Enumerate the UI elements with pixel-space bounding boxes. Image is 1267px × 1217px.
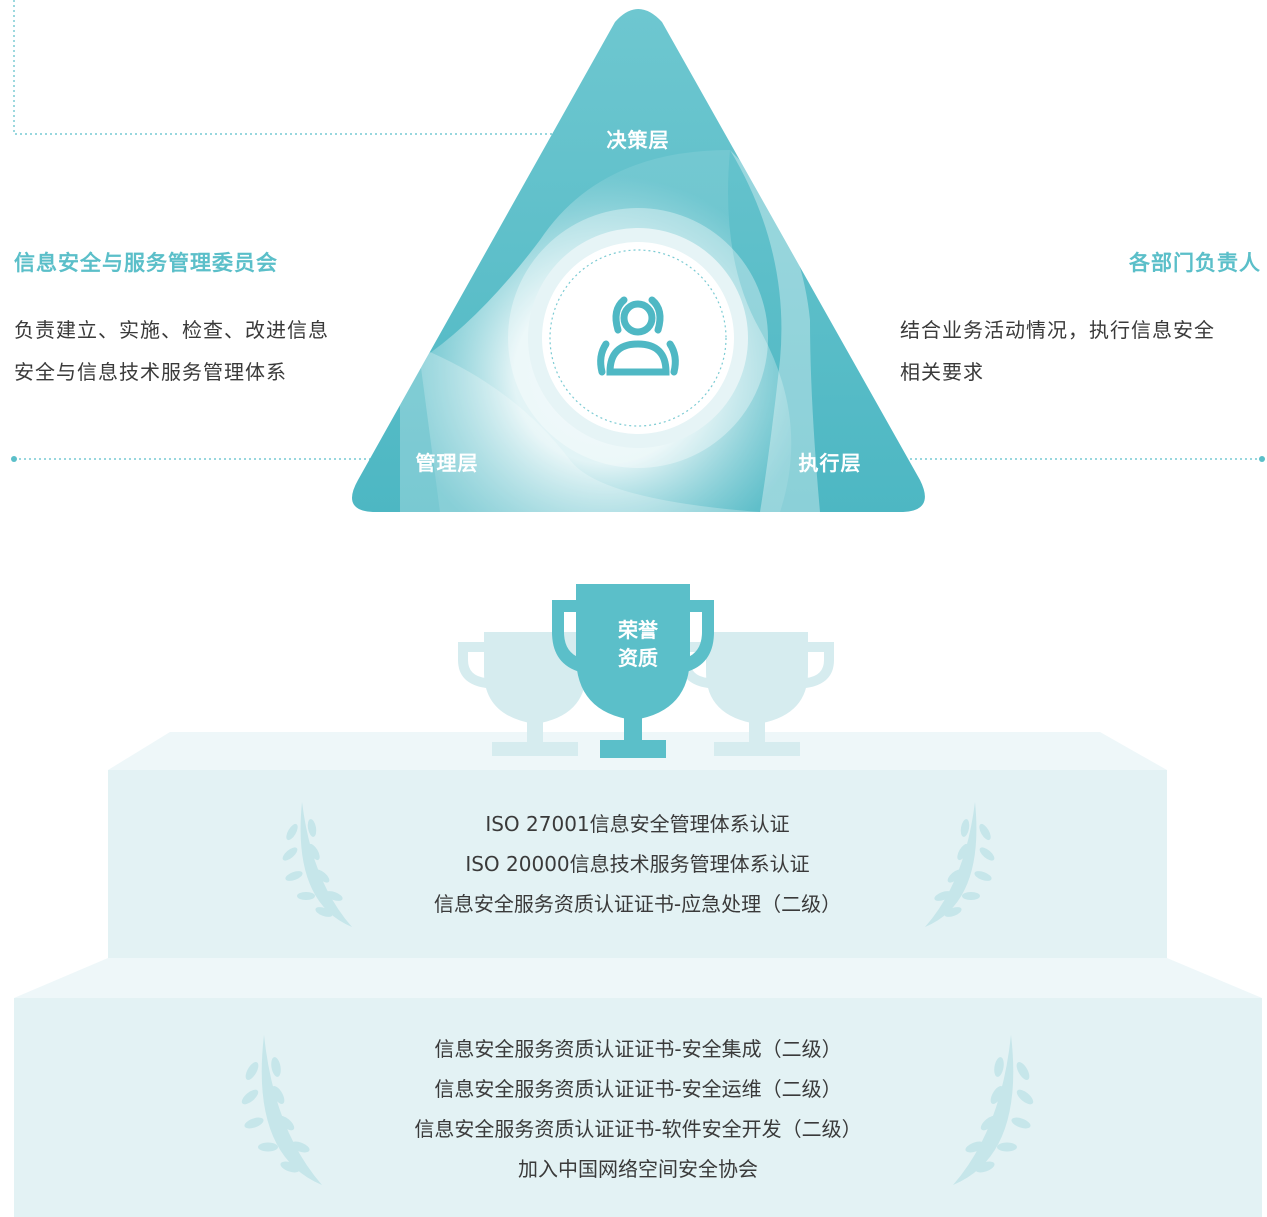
committee-line-1: 负责建立、实施、检查、改进信息 <box>14 318 329 342</box>
upper-step-certifications: ISO 27001信息安全管理体系认证 ISO 20000信息技术服务管理体系认… <box>108 804 1167 924</box>
committee-line-2: 安全与信息技术服务管理体系 <box>14 360 287 384</box>
certification-line: 信息安全服务资质认证证书-应急处理（二级） <box>433 892 842 916</box>
management-layer-label: 管理层 <box>415 451 479 475</box>
certification-line: 加入中国网络空间安全协会 <box>518 1157 758 1181</box>
committee-title: 信息安全与服务管理委员会 <box>14 251 278 275</box>
trophy-label: 荣誉 资质 <box>598 616 678 672</box>
trophy-label-line-2: 资质 <box>618 646 658 670</box>
department-heads-description: 结合业务活动情况，执行信息安全 相关要求 <box>900 309 1215 393</box>
decision-layer-label: 决策层 <box>606 128 670 152</box>
trophy-group <box>458 584 834 758</box>
execution-layer-label: 执行层 <box>798 451 862 475</box>
people-icon <box>597 296 679 376</box>
laurel-right-lower-icon <box>953 1035 1034 1185</box>
committee-description: 负责建立、实施、检查、改进信息 安全与信息技术服务管理体系 <box>14 309 329 393</box>
laurel-left-lower-icon <box>241 1035 322 1185</box>
certification-line: 信息安全服务资质认证证书-安全运维（二级） <box>434 1077 842 1101</box>
triangle-diagram <box>352 9 925 512</box>
laurel-left-upper-icon <box>282 802 352 927</box>
connector-lines <box>11 0 1265 462</box>
lower-step-certifications: 信息安全服务资质认证证书-安全集成（二级） 信息安全服务资质认证证书-安全运维（… <box>14 1029 1262 1189</box>
certification-line: ISO 20000信息技术服务管理体系认证 <box>465 852 810 876</box>
department-heads-title: 各部门负责人 <box>1129 251 1261 275</box>
trophy-label-line-1: 荣誉 <box>618 618 658 642</box>
department-heads-line-2: 相关要求 <box>900 360 984 384</box>
department-heads-line-1: 结合业务活动情况，执行信息安全 <box>900 318 1215 342</box>
trophy-icon <box>552 584 714 758</box>
certification-line: 信息安全服务资质认证证书-安全集成（二级） <box>434 1037 842 1061</box>
laurel-right-upper-icon <box>925 802 995 927</box>
certification-line: 信息安全服务资质认证证书-软件安全开发（二级） <box>414 1117 862 1141</box>
certification-line: ISO 27001信息安全管理体系认证 <box>485 812 790 836</box>
faded-trophy-right-icon <box>680 632 834 756</box>
